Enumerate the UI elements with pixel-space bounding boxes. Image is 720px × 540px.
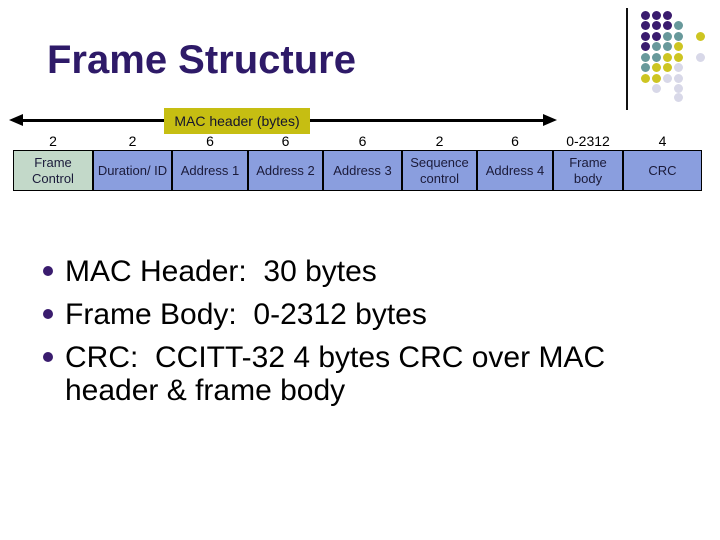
- field-size-label-8: 4: [658, 133, 667, 149]
- decoration-dot-icon: [651, 63, 661, 72]
- vertical-rule-decoration: [626, 8, 628, 110]
- decoration-dot-icon: [640, 63, 650, 72]
- decoration-dot-icon: [673, 42, 683, 51]
- field-size-label-4: 6: [358, 133, 367, 149]
- decoration-dot-icon: [662, 52, 672, 62]
- field-size-label-5: 2: [435, 133, 444, 149]
- bullet-text: CRC: CCITT-32 4 bytes CRC over MAC heade…: [65, 341, 614, 407]
- decoration-dot-icon: [673, 84, 683, 93]
- mac-header-label: MAC header (bytes): [164, 108, 310, 134]
- decoration-dot-icon: [651, 52, 661, 62]
- decoration-dot-icon: [673, 31, 683, 41]
- decoration-dot-icon: [695, 52, 705, 62]
- bullet-item: Frame Body: 0-2312 bytes: [43, 298, 643, 331]
- bullet-text: MAC Header: 30 bytes: [65, 255, 377, 288]
- field-cell-frame-control: Frame Control: [13, 150, 93, 191]
- bullet-item: MAC Header: 30 bytes: [43, 255, 643, 288]
- decoration-dot-icon: [662, 63, 672, 72]
- decoration-dot-icon: [651, 42, 661, 51]
- decoration-dot-icon: [651, 21, 661, 30]
- decoration-dot-icon: [640, 73, 650, 83]
- field-cell-sequence-control: Sequence control: [402, 150, 477, 191]
- decoration-dot-icon: [640, 21, 650, 30]
- decoration-dot-icon: [640, 10, 650, 20]
- bullet-text: Frame Body: 0-2312 bytes: [65, 298, 427, 331]
- field-cell-address-4: Address 4: [477, 150, 553, 191]
- field-size-label-3: 6: [281, 133, 290, 149]
- field-size-row: 2 2 6 6 6 2 6 0-2312 4: [13, 132, 702, 150]
- decoration-dot-icon: [662, 31, 672, 41]
- bullet-marker-icon: [43, 309, 53, 319]
- arrow-right-icon: [543, 114, 557, 126]
- decoration-dot-icon: [651, 10, 661, 20]
- decoration-dot-icon: [651, 73, 661, 83]
- field-cell-frame-body: Frame body: [553, 150, 623, 191]
- decoration-dot-icon: [651, 84, 661, 93]
- field-cell-duration-id: Duration/ ID: [93, 150, 172, 191]
- decoration-dot-icon: [662, 10, 672, 20]
- decoration-dot-icon: [662, 73, 672, 83]
- decoration-dot-icon: [640, 31, 650, 41]
- field-size-label-2: 6: [206, 133, 214, 149]
- bullet-marker-icon: [43, 266, 53, 276]
- bullet-marker-icon: [43, 352, 53, 362]
- decoration-dot-icon: [673, 73, 683, 83]
- field-cell-address-3: Address 3: [323, 150, 402, 191]
- field-cell-address-2: Address 2: [248, 150, 323, 191]
- decoration-dot-icon: [673, 63, 683, 72]
- bullet-item: CRC: CCITT-32 4 bytes CRC over MAC heade…: [43, 341, 643, 407]
- slide-title: Frame Structure: [47, 38, 356, 82]
- decoration-dot-icon: [673, 52, 683, 62]
- decoration-dot-icon: [651, 31, 661, 41]
- decoration-dot-icon: [673, 92, 683, 102]
- decoration-dot-icon: [673, 21, 683, 30]
- arrow-left-icon: [9, 114, 23, 126]
- field-size-label-1: 2: [128, 133, 137, 149]
- decoration-dot-icon: [662, 21, 672, 30]
- field-size-label-0: 2: [49, 133, 57, 149]
- decoration-dot-icon: [640, 52, 650, 62]
- decoration-dot-icon: [662, 42, 672, 51]
- decoration-dot-icon: [695, 31, 705, 41]
- field-cell-address-1: Address 1: [172, 150, 248, 191]
- decoration-dot-icon: [640, 42, 650, 51]
- field-size-label-6: 6: [511, 133, 519, 149]
- field-size-label-7: 0-2312: [566, 133, 610, 149]
- field-cell-crc: CRC: [623, 150, 702, 191]
